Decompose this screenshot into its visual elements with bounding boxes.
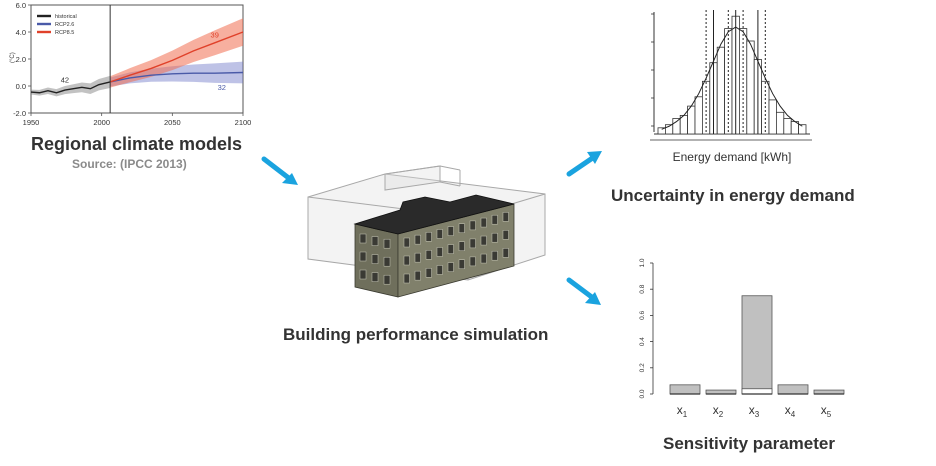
building-window [414, 234, 421, 245]
building-window [480, 235, 487, 246]
building-window [383, 256, 391, 267]
building-window [425, 268, 432, 278]
building-window [447, 226, 454, 236]
building-window [447, 262, 454, 272]
sensitivity-bar [669, 384, 701, 395]
climate-y-tick-label: 6.0 [16, 1, 26, 10]
sens-y-tick-label: 0.2 [639, 363, 646, 372]
climate-y-tick-label: 2.0 [16, 55, 26, 64]
building-window [502, 230, 509, 240]
arrow-building-to-uncertainty [566, 151, 602, 177]
sensitivity-category-label: x1 [677, 403, 688, 419]
building-window [447, 244, 454, 254]
climate-x-tick-label: 2000 [93, 118, 110, 127]
climate-y-axis-label: (°C) [10, 52, 16, 63]
series-line-1 [110, 71, 244, 83]
building-window [414, 252, 421, 263]
climate-y-tick-label: -2.0 [13, 109, 26, 118]
climate-x-tick-label: 2050 [164, 118, 181, 127]
sens-y-tick-label: 0.6 [639, 311, 646, 320]
building-window [436, 247, 443, 257]
sensitivity-category-label: x3 [749, 403, 760, 419]
building-window [480, 253, 487, 264]
building-window [469, 256, 476, 267]
climate-y-tick-label: 4.0 [16, 28, 26, 37]
building-window [502, 248, 509, 258]
simulation-title: Building performance simulation [283, 325, 549, 344]
building-window [491, 214, 498, 225]
building-window [371, 272, 379, 282]
histogram-bar [783, 118, 792, 135]
building-window [403, 237, 410, 248]
legend-label-1: RCP2.6 [55, 22, 74, 28]
sensitivity-chart: 0.0 0.2 0.4 0.6 0.8 1.0 x1 x2 x3 x4 x5 [639, 258, 845, 419]
hist-x-axis-label: Energy demand [kWh] [673, 150, 792, 164]
building-window [458, 241, 465, 251]
building-window [436, 265, 443, 275]
sens-y-tick-label: 0.4 [639, 337, 646, 346]
building-roof [353, 194, 515, 235]
building-window [491, 232, 498, 243]
building-window [491, 250, 498, 261]
model-count-label-2: 39 [211, 30, 219, 39]
legend-label-0: historical [55, 14, 77, 20]
series-line-0 [30, 81, 111, 94]
sensitivity-bar [741, 295, 773, 395]
sensitivity-title: Sensitivity parameter [663, 434, 835, 453]
building-window [469, 220, 476, 231]
histogram-bar [672, 118, 681, 135]
series-line-2 [109, 31, 244, 83]
building-window [403, 273, 410, 284]
sensitivity-category-label: x2 [713, 403, 724, 419]
histogram-bar [746, 40, 755, 135]
climate-y-tick-label: 0.0 [16, 82, 26, 91]
building-window [359, 251, 367, 262]
sensitivity-category-label: x5 [821, 403, 832, 419]
building-window [458, 223, 465, 233]
histogram-bar [768, 99, 777, 135]
climate-title: Regional climate models [31, 134, 243, 154]
building-window [425, 232, 432, 242]
sens-y-tick-label: 1.0 [639, 258, 646, 267]
building-window [371, 254, 379, 264]
building-window [383, 238, 391, 249]
building-model [307, 165, 546, 298]
building-window [371, 236, 379, 246]
uncertainty-title: Uncertainty in energy demand [611, 186, 855, 205]
arrow-climate-to-building [261, 156, 298, 185]
sensitivity-category-label: x4 [785, 403, 796, 419]
building-window [502, 212, 509, 222]
building-window [436, 229, 443, 239]
building-window [403, 255, 410, 266]
sens-y-tick-label: 0.8 [639, 284, 646, 293]
building-window [480, 217, 487, 228]
climate-source: Source: (IPCC 2013) [72, 157, 187, 171]
histogram-bar [775, 111, 785, 135]
climate-x-tick-label: 2100 [235, 118, 252, 127]
building-block [353, 194, 515, 298]
legend-label-2: RCP8.5 [55, 30, 74, 36]
climate-x-tick-label: 1950 [23, 118, 40, 127]
climate-plot-area [30, 4, 244, 114]
climate-chart: 6.0 4.0 2.0 0.0 -2.0 1950 2000 2050 2100 (°C) h… [10, 1, 252, 127]
sens-y-tick-label: 0.0 [639, 389, 646, 398]
model-count-label-1: 32 [218, 83, 226, 92]
building-window [359, 269, 367, 280]
sensitivity-bar [777, 384, 809, 395]
histogram-bar [687, 105, 696, 135]
building-window [425, 250, 432, 260]
sensitivity-inner-bar [741, 388, 773, 395]
building-window [383, 274, 391, 285]
histogram-bar [798, 124, 807, 135]
building-window [359, 233, 367, 244]
histogram-bar [716, 46, 725, 135]
arrow-building-to-sensitivity [566, 277, 601, 305]
building-window [414, 270, 421, 281]
building-window [469, 238, 476, 249]
model-count-label-0: 42 [61, 76, 69, 85]
histogram-bar [694, 96, 703, 135]
building-window [458, 259, 465, 269]
energy-histogram: Energy demand [kWh] [650, 10, 812, 164]
density-curve [661, 26, 803, 130]
